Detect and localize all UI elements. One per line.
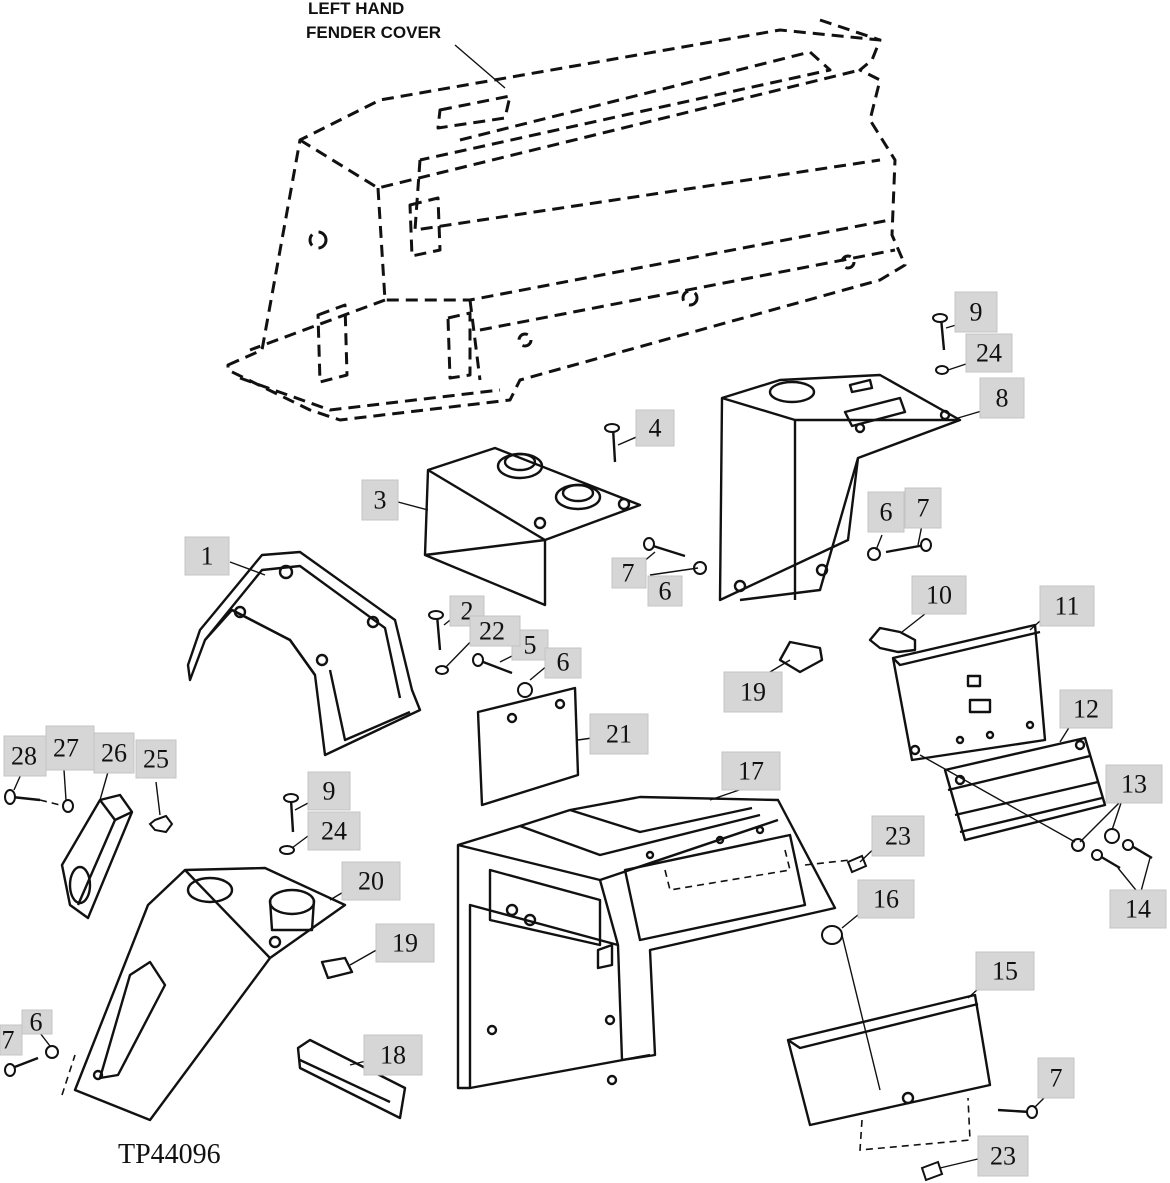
svg-text:28: 28 xyxy=(11,742,37,771)
svg-text:18: 18 xyxy=(380,1041,406,1070)
svg-text:24: 24 xyxy=(321,817,347,846)
callout-6c: 6 xyxy=(867,491,905,533)
callout-7c: 7 xyxy=(0,1024,23,1056)
callout-14: 14 xyxy=(1109,889,1167,929)
part-3-plate xyxy=(423,446,642,607)
svg-text:20: 20 xyxy=(358,867,384,896)
callouts: 1 2 3 4 5 6 6 6 6 7 7 7 7 8 9 9 10 11 12… xyxy=(0,291,1167,1177)
svg-text:6: 6 xyxy=(30,1008,43,1037)
callout-9a: 9 xyxy=(954,291,998,333)
svg-text:7: 7 xyxy=(917,494,930,523)
callout-26: 26 xyxy=(93,732,135,774)
callout-25: 25 xyxy=(135,739,177,779)
svg-text:6: 6 xyxy=(557,648,570,677)
callout-6b: 6 xyxy=(647,575,683,607)
callout-24a: 24 xyxy=(965,333,1013,373)
part-12-bracket xyxy=(943,736,1107,842)
callout-28: 28 xyxy=(3,735,47,777)
svg-text:26: 26 xyxy=(101,739,127,768)
part-17-housing xyxy=(456,795,837,1090)
part-19-clip-lower xyxy=(320,956,354,980)
part-19-clip-upper xyxy=(778,640,824,674)
svg-text:16: 16 xyxy=(873,885,899,914)
svg-text:14: 14 xyxy=(1125,895,1151,924)
svg-text:12: 12 xyxy=(1073,695,1099,724)
svg-text:19: 19 xyxy=(392,929,418,958)
callout-16: 16 xyxy=(857,879,915,919)
figure-id: TP44096 xyxy=(118,1139,221,1170)
callout-3: 3 xyxy=(361,479,399,521)
svg-text:27: 27 xyxy=(53,734,79,763)
svg-text:15: 15 xyxy=(992,957,1018,986)
svg-text:6: 6 xyxy=(880,498,893,527)
callout-7b: 7 xyxy=(904,487,942,529)
svg-text:23: 23 xyxy=(885,822,911,851)
callout-27: 27 xyxy=(45,725,95,771)
callout-6d: 6 xyxy=(21,1008,53,1037)
svg-text:21: 21 xyxy=(606,720,632,749)
callout-8: 8 xyxy=(979,377,1025,419)
part-26-block xyxy=(60,793,134,920)
callout-22: 22 xyxy=(469,615,521,647)
callout-17: 17 xyxy=(721,751,781,791)
callout-21: 21 xyxy=(589,713,649,755)
svg-text:7: 7 xyxy=(1050,1064,1063,1093)
svg-text:10: 10 xyxy=(926,581,952,610)
callout-7a: 7 xyxy=(611,557,647,589)
part-8-panel xyxy=(718,373,962,602)
callout-9b: 9 xyxy=(307,771,351,811)
svg-text:23: 23 xyxy=(990,1142,1016,1171)
part-21-plate xyxy=(476,686,580,807)
fender-cover-phantom xyxy=(226,18,907,422)
callout-19b: 19 xyxy=(375,923,435,963)
callout-10: 10 xyxy=(911,575,967,615)
callout-leaders xyxy=(13,321,1151,1169)
svg-text:19: 19 xyxy=(740,678,766,707)
svg-text:9: 9 xyxy=(323,777,336,806)
svg-text:3: 3 xyxy=(374,486,387,515)
svg-text:17: 17 xyxy=(738,757,764,786)
part-18-strip xyxy=(296,1038,407,1120)
svg-text:6: 6 xyxy=(659,577,672,606)
title-line-1: LEFT HAND xyxy=(308,0,404,18)
callout-6a: 6 xyxy=(544,647,582,679)
svg-text:24: 24 xyxy=(976,339,1002,368)
callout-13: 13 xyxy=(1105,764,1163,804)
part-20-side-panel xyxy=(61,866,347,1122)
svg-text:25: 25 xyxy=(143,745,169,774)
svg-text:5: 5 xyxy=(524,631,537,660)
part-15-cover xyxy=(786,993,992,1151)
svg-text:8: 8 xyxy=(996,384,1009,413)
part-11-panel xyxy=(891,623,1047,762)
svg-text:22: 22 xyxy=(479,617,505,646)
svg-text:11: 11 xyxy=(1054,592,1079,621)
svg-text:9: 9 xyxy=(970,298,983,327)
callout-20: 20 xyxy=(341,861,401,901)
title-line-2: FENDER COVER xyxy=(306,23,441,42)
callout-24b: 24 xyxy=(307,811,361,851)
svg-text:1: 1 xyxy=(201,542,214,571)
callout-23a: 23 xyxy=(871,815,925,857)
svg-text:7: 7 xyxy=(622,559,635,588)
part-10-knob xyxy=(868,626,917,654)
svg-text:13: 13 xyxy=(1121,770,1147,799)
callout-11: 11 xyxy=(1039,585,1095,627)
callout-1: 1 xyxy=(184,536,230,576)
callout-18: 18 xyxy=(363,1034,423,1076)
callout-15: 15 xyxy=(975,951,1035,991)
part-1-bracket xyxy=(186,550,422,757)
callout-12: 12 xyxy=(1059,689,1113,729)
svg-text:7: 7 xyxy=(2,1026,15,1055)
hardware xyxy=(4,313,1153,1182)
callout-23b: 23 xyxy=(977,1135,1029,1177)
callout-19a: 19 xyxy=(723,671,783,713)
callout-4: 4 xyxy=(635,409,675,447)
svg-text:4: 4 xyxy=(649,414,662,443)
callout-7d: 7 xyxy=(1037,1057,1075,1099)
